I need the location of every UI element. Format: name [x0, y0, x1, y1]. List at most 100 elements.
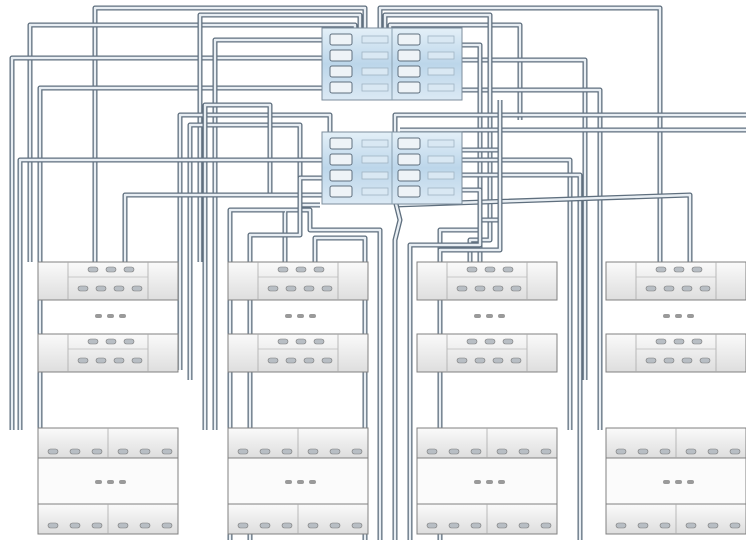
shelf-port	[616, 523, 626, 528]
shelf-port	[352, 449, 362, 454]
shelf-port	[48, 449, 58, 454]
shelf-port	[664, 286, 674, 291]
ellipsis-icon	[474, 480, 505, 484]
shelf-port	[638, 523, 648, 528]
shelf-port	[730, 449, 740, 454]
shelf-port	[260, 449, 270, 454]
shelf-port	[140, 449, 150, 454]
shelf-port	[656, 267, 666, 272]
ellipsis-dot	[285, 480, 292, 484]
shelf-port	[162, 449, 172, 454]
controller-port	[330, 154, 352, 165]
shelf-port	[700, 286, 710, 291]
shelf-port	[664, 358, 674, 363]
ellipsis-dot	[675, 480, 682, 484]
ellipsis-dot	[107, 314, 114, 318]
ellipsis-dot	[687, 480, 694, 484]
shelf-port	[646, 286, 656, 291]
ellipsis-dot	[309, 480, 316, 484]
controller-bay	[428, 140, 454, 147]
ellipsis-dot	[687, 314, 694, 318]
shelf-port	[427, 449, 437, 454]
controller-bottom	[322, 132, 462, 204]
shelf-port	[278, 267, 288, 272]
shelf-port	[124, 267, 134, 272]
ellipsis-dot	[95, 314, 102, 318]
disk-shelf-upper	[228, 262, 368, 300]
shelf-port	[730, 523, 740, 528]
controller-top	[322, 28, 462, 100]
shelf-port	[96, 286, 106, 291]
shelf-port	[457, 358, 467, 363]
shelf-port	[92, 523, 102, 528]
shelf-port	[471, 523, 481, 528]
disk-shelf-upper	[38, 334, 178, 372]
shelf-port	[92, 449, 102, 454]
shelf-port	[616, 449, 626, 454]
shelf-port	[308, 523, 318, 528]
ellipsis-dot	[107, 480, 114, 484]
controller-bay	[362, 84, 388, 91]
shelf-port	[304, 358, 314, 363]
shelf-port	[88, 267, 98, 272]
controller-port	[398, 82, 420, 93]
ellipsis-dot	[474, 314, 481, 318]
controller-port	[330, 138, 352, 149]
controller-bay	[428, 84, 454, 91]
ellipsis-icon	[95, 480, 126, 484]
shelf-port	[296, 339, 306, 344]
shelf-port	[475, 286, 485, 291]
shelf-port	[692, 339, 702, 344]
shelf-port	[88, 339, 98, 344]
shelf-port	[282, 523, 292, 528]
shelf-port	[286, 358, 296, 363]
shelf-port	[118, 449, 128, 454]
shelf-port	[467, 267, 477, 272]
controller-port	[330, 66, 352, 77]
shelf-port	[268, 286, 278, 291]
ellipsis-dot	[663, 480, 670, 484]
shelf-port	[238, 449, 248, 454]
shelf-port	[132, 286, 142, 291]
shelf-port	[646, 358, 656, 363]
disk-shelf-upper	[417, 334, 557, 372]
shelf-port	[471, 449, 481, 454]
controller-port	[398, 66, 420, 77]
ellipsis-dot	[486, 480, 493, 484]
shelf-port	[708, 449, 718, 454]
ellipsis-dot	[486, 314, 493, 318]
ellipsis-icon	[663, 480, 694, 484]
shelf-port	[330, 449, 340, 454]
controller-bay	[428, 68, 454, 75]
shelf-port	[686, 523, 696, 528]
controller-port	[330, 186, 352, 197]
cable	[125, 195, 325, 262]
controller-port	[330, 82, 352, 93]
shelf-port	[352, 523, 362, 528]
controller-port	[398, 186, 420, 197]
shelf-port	[70, 523, 80, 528]
shelf-port	[660, 523, 670, 528]
shelf-port	[132, 358, 142, 363]
disk-shelf-upper	[38, 262, 178, 300]
shelf-port	[114, 358, 124, 363]
shelf-port	[114, 286, 124, 291]
controller-port	[398, 50, 420, 61]
controller-bay	[362, 140, 388, 147]
controller-bay	[362, 156, 388, 163]
shelf-port	[140, 523, 150, 528]
shelf-port	[541, 523, 551, 528]
shelf-port	[282, 449, 292, 454]
controller-port	[330, 50, 352, 61]
shelf-port	[286, 286, 296, 291]
controller-port	[398, 34, 420, 45]
cable-outer	[125, 195, 325, 262]
ellipsis-dot	[498, 314, 505, 318]
shelf-port	[427, 523, 437, 528]
disk-shelf-upper	[606, 334, 746, 372]
shelf-port	[78, 286, 88, 291]
shelf-port	[330, 523, 340, 528]
shelf-port	[322, 286, 332, 291]
ellipsis-icon	[95, 314, 126, 318]
